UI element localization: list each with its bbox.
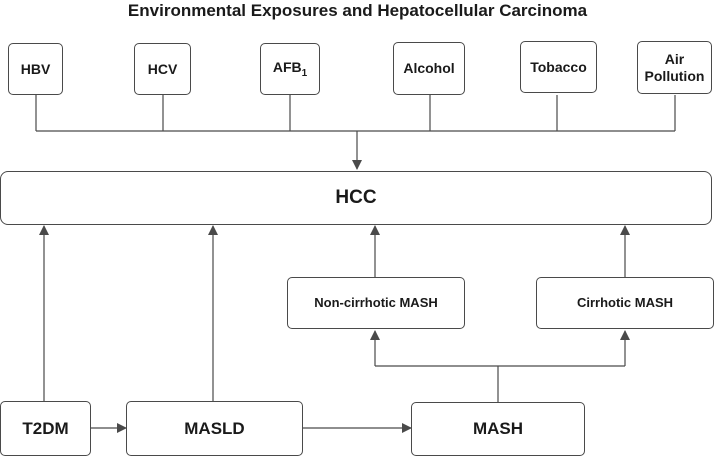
air-pollution-label-line2: Pollution (644, 67, 705, 84)
hcc-label: HCC (335, 187, 377, 209)
cirrhotic-mash-label: Cirrhotic MASH (576, 294, 674, 310)
afb-subscript: 1 (301, 67, 308, 79)
air-pollution-label-line1: Air (664, 51, 685, 68)
diagram-title: Environmental Exposures and Hepatocellul… (127, 1, 588, 20)
mash-label: MASH (472, 419, 524, 439)
cirrhotic-mash-box: Cirrhotic MASH (536, 277, 714, 329)
tobacco-label: Tobacco (530, 58, 587, 75)
alcohol-label: Alcohol (403, 60, 455, 77)
tobacco-box: Tobacco (520, 41, 597, 93)
noncirrhotic-mash-box: Non-cirrhotic MASH (287, 277, 465, 329)
t2dm-label: T2DM (22, 418, 69, 438)
mash-box: MASH (411, 402, 585, 456)
afb1-box: AFB1 (260, 43, 320, 95)
hbv-box: HBV (8, 43, 63, 95)
afb-text: AFB (272, 58, 302, 75)
masld-box: MASLD (126, 401, 303, 456)
hcv-label: HCV (147, 60, 178, 77)
afb1-label: AFB1 (273, 59, 307, 79)
masld-label: MASLD (184, 418, 245, 438)
hbv-label: HBV (20, 60, 51, 77)
air-pollution-box: Air Pollution (637, 41, 712, 94)
noncirrhotic-mash-label: Non-cirrhotic MASH (314, 294, 438, 310)
hcc-box: HCC (0, 171, 712, 225)
alcohol-box: Alcohol (393, 42, 465, 95)
hcv-box: HCV (134, 43, 191, 95)
t2dm-box: T2DM (0, 401, 91, 456)
